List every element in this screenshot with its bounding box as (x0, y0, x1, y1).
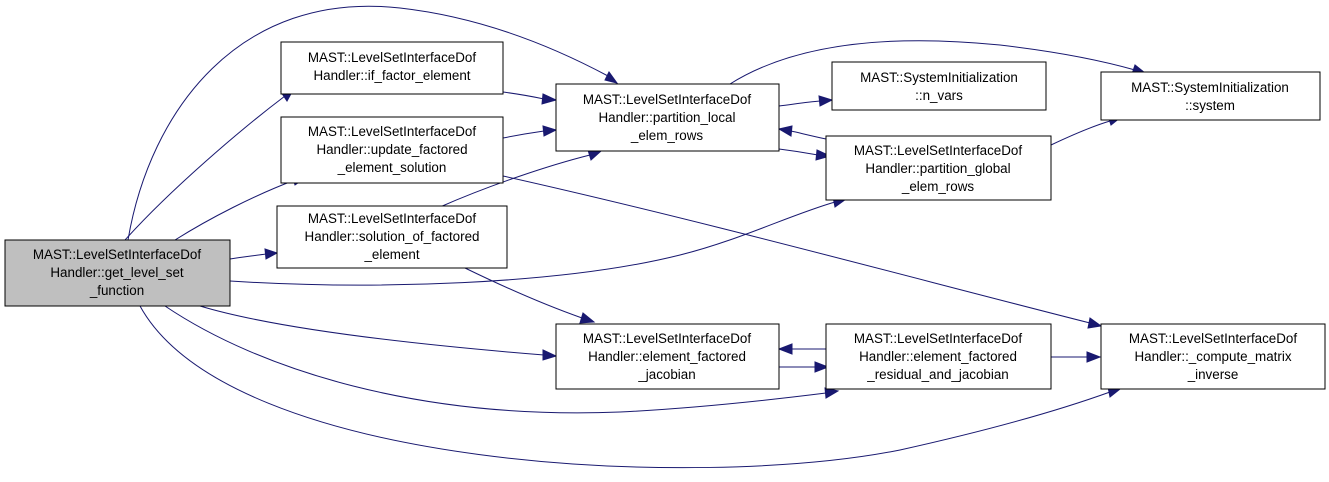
node-label-line: MAST::LevelSetInterfaceDof (33, 247, 201, 262)
node-label-line: MAST::SystemInitialization (860, 70, 1018, 85)
node-label-line: _residual_and_jacobian (866, 367, 1008, 382)
node-compute-matrix-inverse[interactable]: MAST::LevelSetInterfaceDof Handler::_com… (1100, 323, 1326, 390)
node-element-factored-jacobian[interactable]: MAST::LevelSetInterfaceDof Handler::elem… (555, 323, 780, 390)
node-label-line: _jacobian (637, 367, 695, 382)
node-label-line: _elem_rows (630, 128, 703, 143)
node-label-line: Handler::element_factored (588, 349, 746, 364)
edge-partition-local-elem-rows-to-n-vars (778, 95, 834, 107)
edges (124, 5, 1147, 469)
edge-get-level-set-to-solution-of-factored-element (229, 248, 279, 260)
edge-element-factored-residual-and-jacobian-to-element-factored-jacobian (777, 343, 826, 355)
edge-solution-of-factored-element-to-element-factored-jacobian (464, 267, 596, 324)
node-label-line: Handler::element_factored (859, 349, 1017, 364)
node-label-line: MAST::LevelSetInterfaceDof (854, 143, 1022, 158)
node-label-line: _elem_rows (901, 179, 974, 194)
node-label-line: _function (89, 283, 144, 298)
node-label-line: Handler::_compute_matrix (1134, 349, 1291, 364)
node-element-factored-residual-and-jacobian[interactable]: MAST::LevelSetInterfaceDof Handler::elem… (825, 323, 1052, 390)
node-system[interactable]: MAST::SystemInitialization ::system (1100, 71, 1321, 121)
edge-partition-local-elem-rows-to-partition-global-elem-rows (778, 148, 832, 161)
node-label-line: MAST::LevelSetInterfaceDof (583, 331, 751, 346)
edge-update-factored-element-solution-to-compute-matrix-inverse (502, 175, 1103, 329)
edge-update-factored-element-solution-to-partition-local-elem-rows (502, 125, 558, 139)
node-label-line: Handler::get_level_set (50, 265, 184, 280)
node-label-line: Handler::solution_of_factored (305, 229, 480, 244)
node-label-line: MAST::LevelSetInterfaceDof (854, 331, 1022, 346)
node-label-line: Handler::update_factored (316, 142, 467, 157)
node-label-line: MAST::LevelSetInterfaceDof (583, 92, 751, 107)
node-label-line: ::system (1185, 98, 1235, 113)
node-solution-of-factored-element[interactable]: MAST::LevelSetInterfaceDof Handler::solu… (276, 205, 508, 269)
edge-get-level-set-to-partition-local-elem-rows (127, 5, 619, 241)
node-label-line: _inverse (1187, 367, 1239, 382)
node-label-line: MAST::LevelSetInterfaceDof (308, 50, 476, 65)
node-label-line: _element_solution (337, 160, 447, 175)
node-label-line: MAST::LevelSetInterfaceDof (308, 124, 476, 139)
node-n-vars[interactable]: MAST::SystemInitialization ::n_vars (831, 61, 1047, 111)
node-update-factored-element-solution[interactable]: MAST::LevelSetInterfaceDof Handler::upda… (280, 116, 504, 184)
node-label-line: Handler::if_factor_element (313, 68, 470, 83)
edge-partition-global-elem-rows-to-partition-local-elem-rows (777, 125, 827, 140)
edge-element-factored-residual-and-jacobian-to-compute-matrix-inverse (1051, 351, 1102, 363)
node-get-level-set-function[interactable]: MAST::LevelSetInterfaceDof Handler::get_… (4, 239, 231, 307)
edge-if-factor-element-to-partition-local-elem-rows (502, 91, 558, 105)
nodes: MAST::LevelSetInterfaceDof Handler::get_… (4, 41, 1326, 390)
node-label-line: MAST::LevelSetInterfaceDof (1129, 331, 1297, 346)
node-partition-local-elem-rows[interactable]: MAST::LevelSetInterfaceDof Handler::part… (555, 83, 780, 152)
node-if-factor-element[interactable]: MAST::LevelSetInterfaceDof Handler::if_f… (280, 41, 504, 95)
edge-element-factored-jacobian-to-element-factored-residual-and-jacobian (779, 361, 830, 373)
node-label-line: ::n_vars (915, 88, 963, 103)
node-label-line: MAST::LevelSetInterfaceDof (308, 211, 476, 226)
edge-get-level-set-to-element-factored-jacobian (199, 305, 558, 361)
node-label-line: Handler::partition_global (865, 161, 1010, 176)
node-partition-global-elem-rows[interactable]: MAST::LevelSetInterfaceDof Handler::part… (825, 135, 1052, 201)
node-label-line: Handler::partition_local (599, 110, 736, 125)
node-label-line: _element (363, 247, 419, 262)
edge-get-level-set-to-if-factor-element (124, 89, 294, 241)
node-label-line: MAST::SystemInitialization (1131, 80, 1289, 95)
